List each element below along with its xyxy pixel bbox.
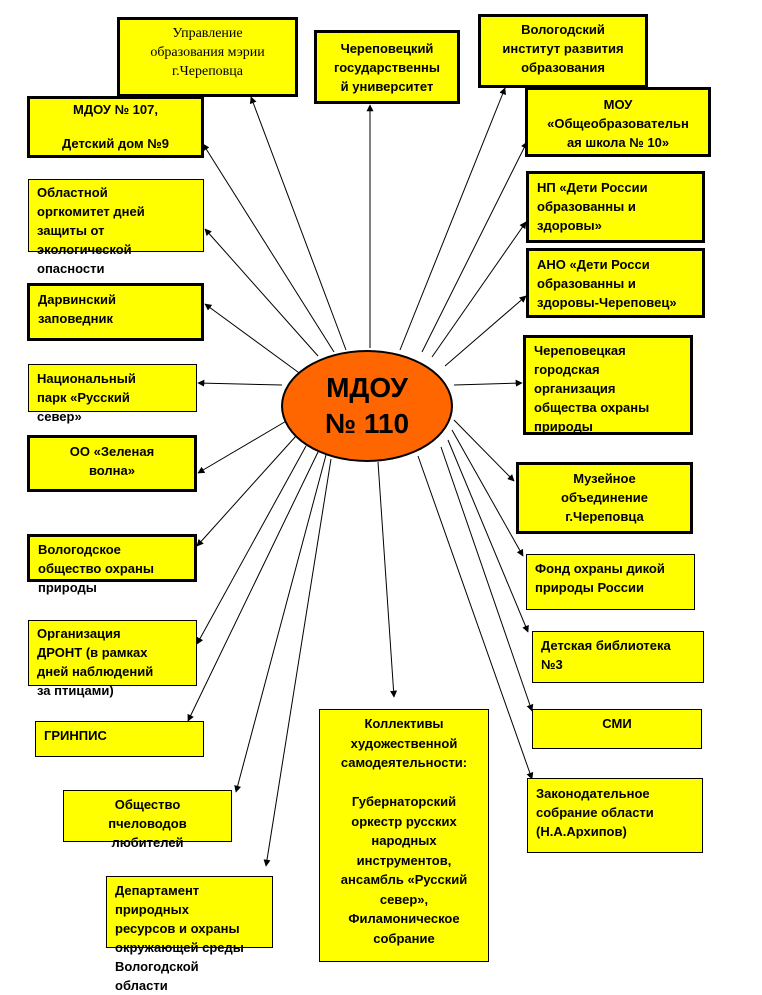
node-darvin: Дарвинский заповедник	[27, 283, 204, 341]
arrow-to-muzey	[453, 419, 515, 482]
arrow-to-viro	[399, 87, 506, 351]
node-pchelovody: Общество пчеловодов любителей	[63, 790, 232, 850]
arrow-to-dront	[196, 445, 307, 645]
arrow-to-zelvolna	[197, 419, 289, 474]
node-upravlenie: Управление образования мэрии г.Череповца	[117, 17, 298, 97]
arrow-to-park	[197, 379, 283, 387]
arrow-to-fond	[451, 429, 524, 557]
node-label: Общество пчеловодов любителей	[108, 797, 187, 850]
node-mdou107: МДОУ № 107, Детский дом №9	[27, 96, 204, 158]
node-label: Дарвинский заповедник	[38, 292, 116, 326]
node-label: Вологодский институт развития образовани…	[502, 22, 624, 75]
node-label: Законодательное собрание области (Н.А.Ар…	[536, 786, 654, 839]
node-label: АНО «Дети Росси образованны и здоровы-Че…	[537, 257, 677, 310]
node-label: Областной оргкомитет дней защиты от экол…	[37, 185, 145, 276]
hub-mdou110: МДОУ № 110	[281, 350, 453, 462]
node-park: Национальный парк «Русский север»	[28, 364, 197, 424]
arrow-to-smi	[440, 446, 534, 712]
node-dront: Организация ДРОНТ (в рамках дней наблюде…	[28, 620, 197, 698]
node-label: МОУ «Общеобразовательн ая школа № 10»	[547, 97, 689, 150]
node-label: Фонд охраны дикой природы России	[535, 561, 665, 595]
node-chgoop: Череповецкая городская организация общес…	[523, 335, 693, 435]
arrow-to-darvin	[204, 303, 303, 376]
node-label: СМИ	[602, 716, 632, 731]
node-label: Коллективы художественной самодеятельнос…	[340, 716, 468, 946]
node-ano-deti: АНО «Дети Росси образованны и здоровы-Че…	[526, 248, 705, 318]
arrow-to-zaksobranie	[417, 455, 534, 780]
node-label: Организация ДРОНТ (в рамках дней наблюде…	[37, 626, 154, 698]
arrow-to-ano-deti	[444, 295, 527, 367]
node-label: Управление образования мэрии г.Череповца	[150, 26, 265, 79]
arrow-to-mdou107	[202, 143, 335, 353]
node-fond: Фонд охраны дикой природы России	[526, 554, 695, 610]
node-label: МДОУ № 107, Детский дом №9	[62, 102, 169, 151]
arrow-to-chgoop	[453, 379, 523, 387]
node-greenpeace: ГРИНПИС	[35, 721, 204, 757]
arrow-to-biblioteka	[447, 439, 529, 633]
node-label: Детская библиотека №3	[541, 638, 671, 672]
node-muzey: Музейное объединение г.Череповца	[516, 462, 693, 534]
node-zelvolna: ОО «Зеленая волна»	[27, 435, 197, 492]
node-label: Череповецкий государственны й университе…	[333, 41, 441, 94]
node-smi: СМИ	[532, 709, 702, 749]
arrow-to-voop	[196, 435, 297, 547]
arrow-to-np-deti	[431, 221, 527, 358]
node-chgu: Череповецкий государственны й университе…	[314, 30, 460, 104]
arrow-to-kollektivy	[377, 461, 398, 698]
node-label: Музейное объединение г.Череповца	[561, 471, 648, 524]
arrow-to-orgkomitet	[204, 228, 319, 357]
node-label: Национальный парк «Русский север»	[37, 371, 136, 424]
arrow-to-greenpeace	[187, 451, 319, 722]
node-voop: Вологодское общество охраны природы	[27, 534, 197, 595]
node-label: ГРИНПИС	[44, 728, 107, 743]
node-label: Вологодское общество охраны природы	[38, 542, 154, 595]
arrow-to-pchelovody	[234, 454, 327, 793]
node-orgkomitet: Областной оргкомитет дней защиты от экол…	[28, 179, 204, 276]
node-np-deti: НП «Дети России образованны и здоровы»	[526, 171, 705, 243]
arrow-to-mou10	[421, 141, 528, 353]
node-label: Департамент природных ресурсов и охраны …	[115, 883, 244, 993]
arrow-to-departament	[263, 458, 332, 867]
node-mou10: МОУ «Общеобразовательн ая школа № 10»	[525, 87, 711, 157]
node-label: ОО «Зеленая волна»	[69, 444, 155, 478]
node-zaksobranie: Законодательное собрание области (Н.А.Ар…	[527, 778, 703, 853]
node-viro: Вологодский институт развития образовани…	[478, 14, 648, 88]
node-kollektivy: Коллективы художественной самодеятельнос…	[319, 709, 489, 962]
arrow-to-upravlenie	[249, 96, 347, 351]
node-label: Череповецкая городская организация общес…	[534, 343, 650, 434]
node-departament: Департамент природных ресурсов и охраны …	[106, 876, 273, 993]
node-biblioteka: Детская библиотека №3	[532, 631, 704, 683]
node-label: НП «Дети России образованны и здоровы»	[537, 180, 648, 233]
hub-label: МДОУ № 110	[324, 372, 410, 439]
